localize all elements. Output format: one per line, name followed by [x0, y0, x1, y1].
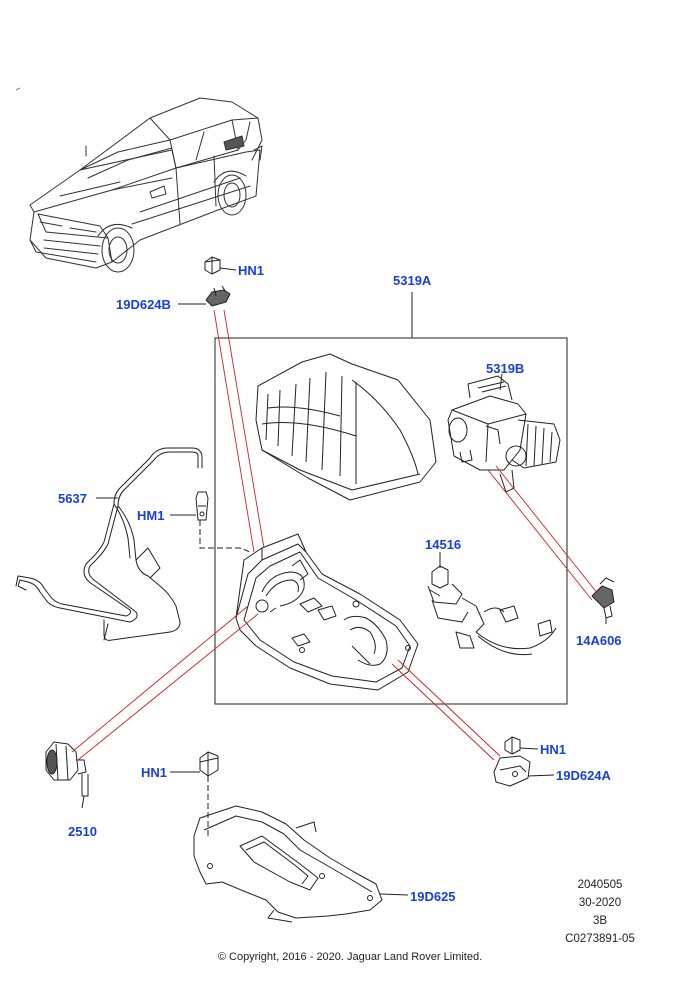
valve-block	[427, 565, 557, 656]
mounting-tray	[235, 533, 419, 691]
callout-5637: 5637	[58, 491, 87, 506]
callout-hn1-top: HN1	[238, 263, 265, 278]
callout-5319b: 5319B	[486, 361, 525, 376]
callout-hm1: HM1	[137, 508, 165, 523]
ref-code-3: 3B	[592, 915, 608, 927]
corner-mark	[15, 87, 21, 91]
callout-5319a: 5319A	[393, 273, 432, 288]
red-alignment-lines	[71, 309, 599, 761]
bracket-a-assembly	[493, 736, 531, 787]
callout-hn1-right: HN1	[540, 742, 567, 757]
heatshield-assembly	[193, 751, 383, 923]
copyright-notice: © Copyright, 2016 - 2020. Jaguar Land Ro…	[217, 951, 483, 963]
ref-code-1: 2040505	[577, 879, 623, 891]
leader-lines	[81, 267, 607, 896]
callout-2510: 2510	[68, 824, 97, 839]
compressor-cover	[255, 353, 437, 501]
level-sensor	[591, 577, 615, 619]
callout-hn1-bottom: HN1	[141, 765, 168, 780]
pipe-connector	[195, 491, 209, 521]
vehicle-illustration	[29, 97, 263, 273]
callout-19d625: 19D625	[410, 889, 456, 904]
bracket-b-assembly	[204, 256, 231, 307]
kit-frame	[214, 292, 568, 705]
callout-14a606: 14A606	[576, 633, 622, 648]
air-pipe	[15, 447, 203, 641]
callout-19d624b: 19D624B	[116, 297, 171, 312]
callout-14516: 14516	[425, 537, 462, 552]
ref-code-4: C0273891-05	[565, 933, 635, 945]
ref-code-2: 30-2020	[578, 897, 622, 909]
valve-2510	[45, 741, 89, 797]
compressor-assembly	[447, 375, 561, 493]
callout-19d624a: 19D624A	[556, 768, 611, 783]
